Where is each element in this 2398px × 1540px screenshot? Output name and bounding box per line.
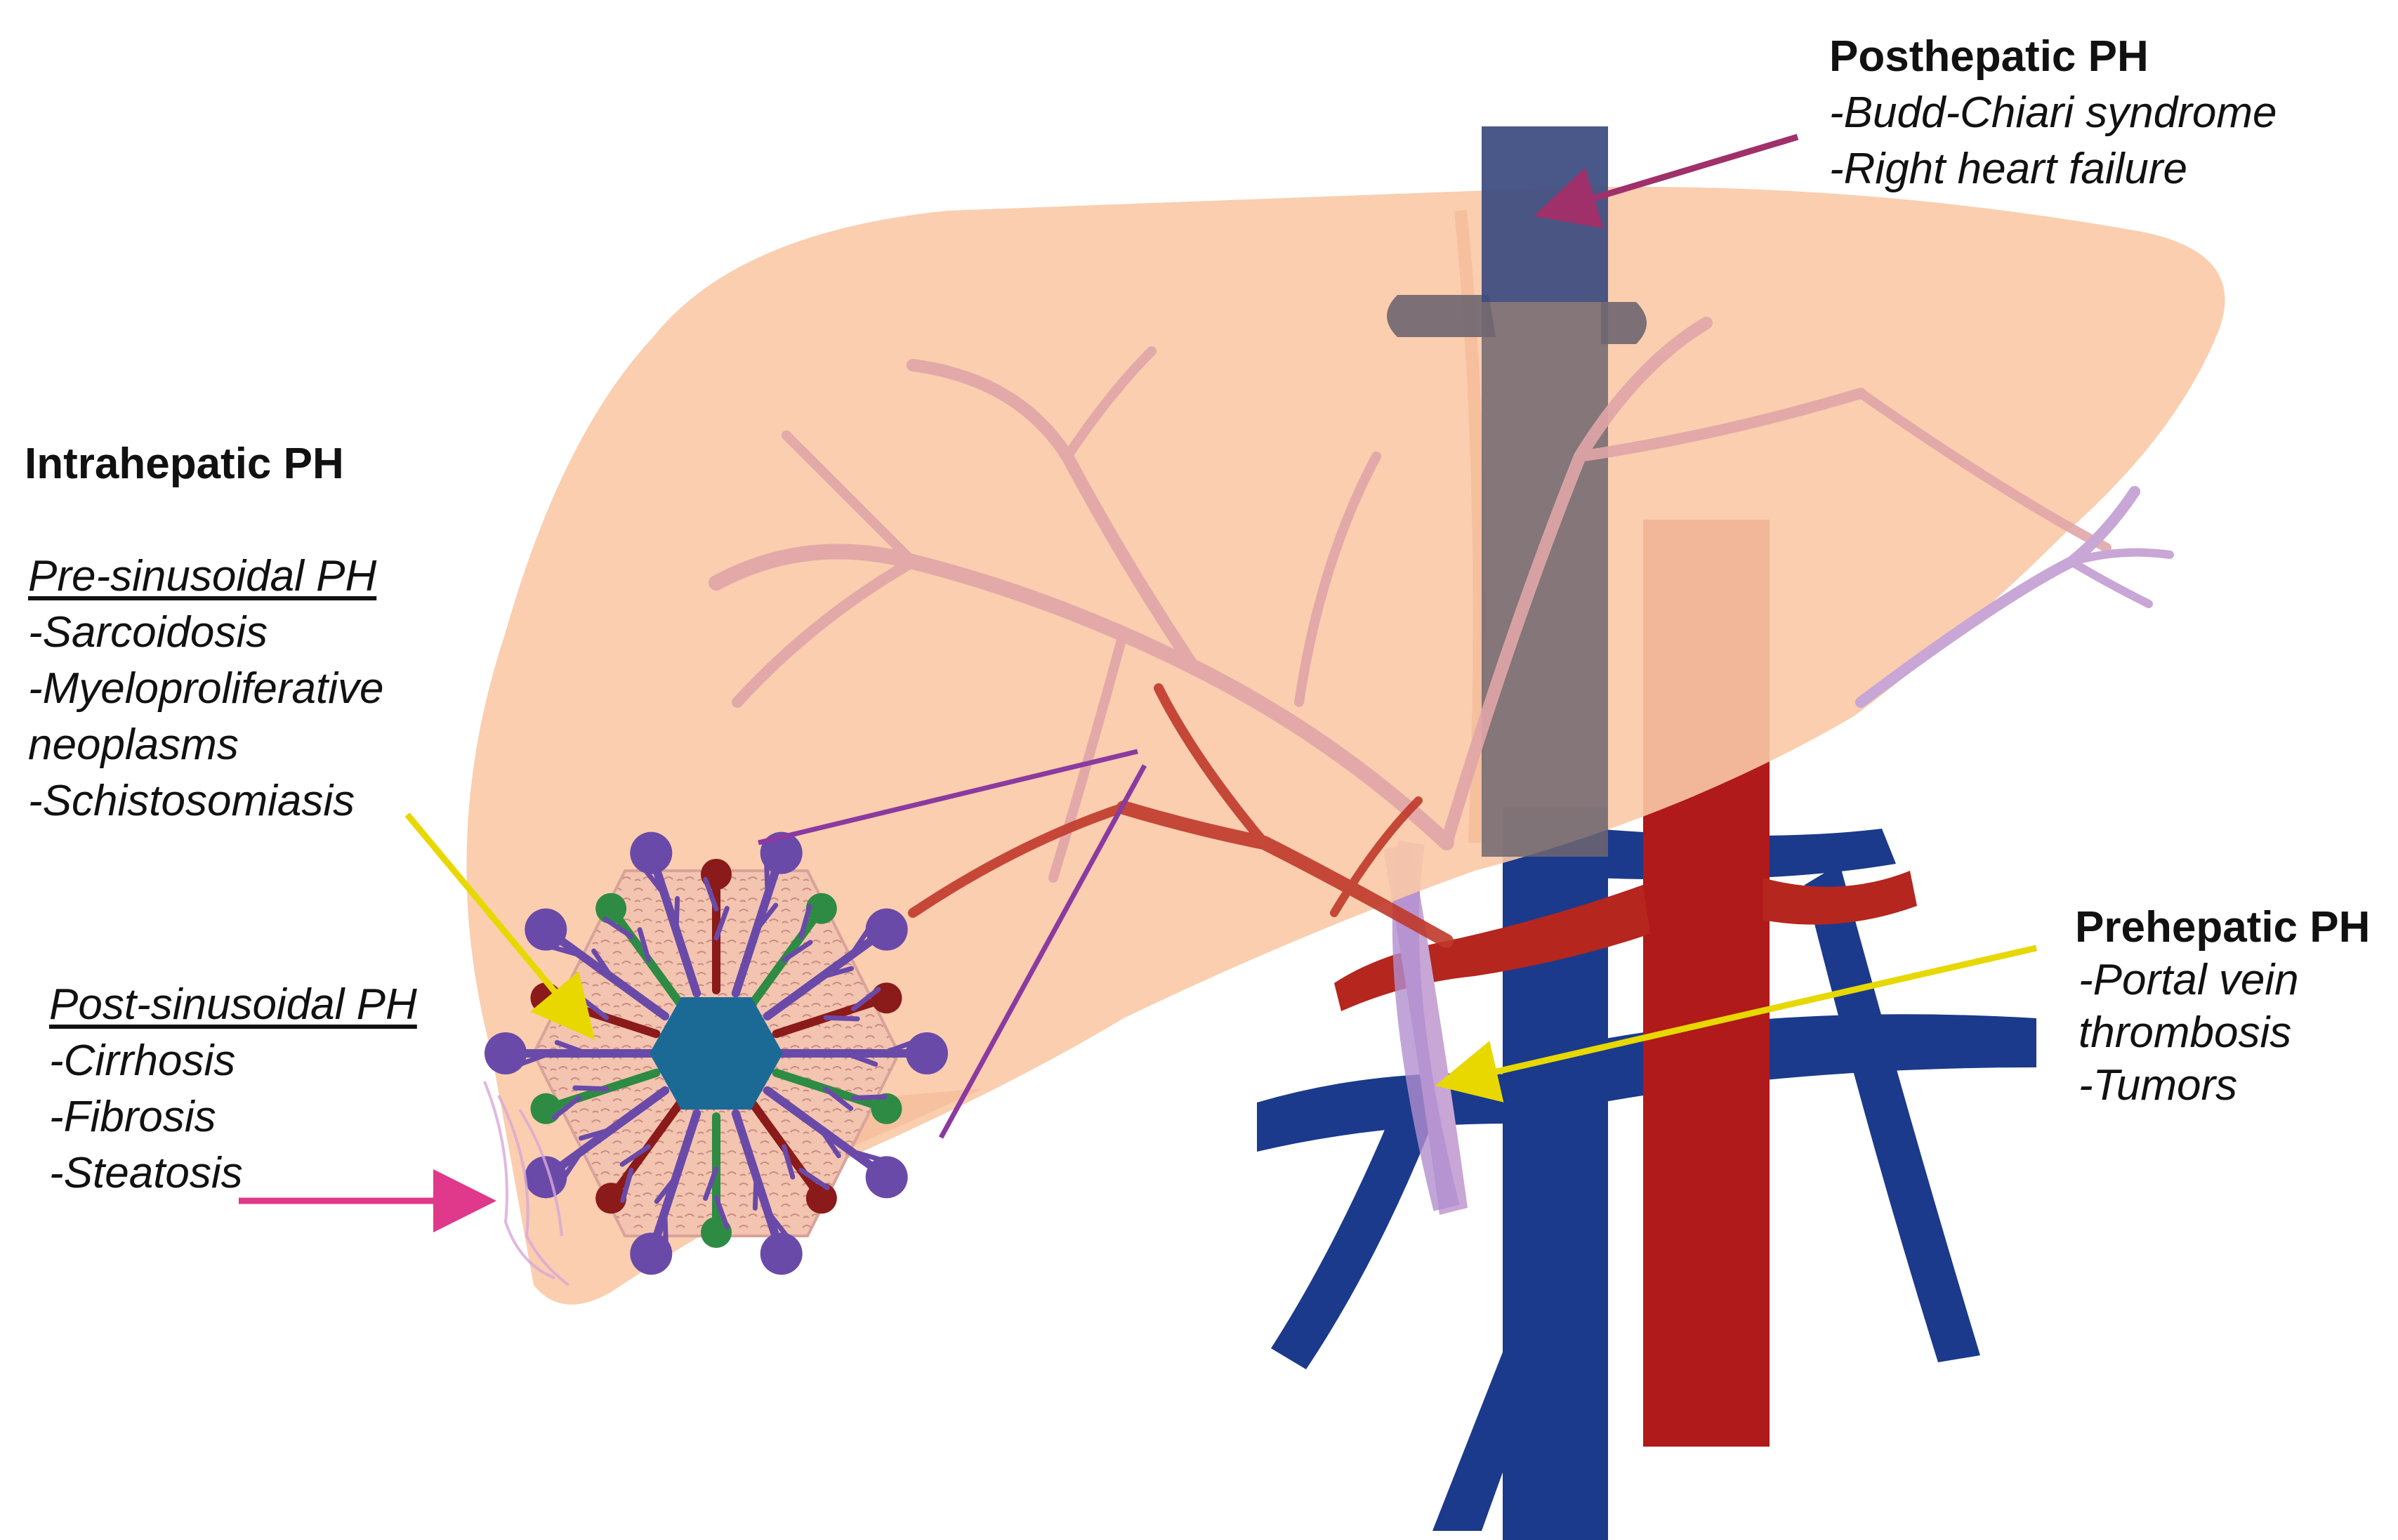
sinusoid-branch (591, 948, 614, 980)
sinusoid-branch (637, 927, 651, 963)
sinusoid-branch (662, 1209, 668, 1246)
prehepatic-title: Prehepatic PH (2075, 903, 2371, 952)
pre-sinusoidal-item: -Schistosomiasis (28, 777, 355, 825)
sinusoid-branch (713, 1195, 730, 1230)
portal-triad-bulb (906, 1032, 948, 1074)
portal-triad-bulb (865, 908, 908, 951)
portal-triad-bulb (871, 982, 902, 1014)
central-vein (650, 997, 783, 1110)
sinusoid-branch (798, 903, 812, 940)
sinusoid-branch (850, 1094, 888, 1101)
sinusoid-branch (713, 905, 730, 941)
sinusoid (763, 925, 891, 1021)
post-sinusoidal-item: -Cirrhosis (49, 1036, 236, 1085)
sinusoid-branch (798, 1167, 830, 1190)
portal-triad-bulb (630, 1232, 673, 1275)
fibrosis-strands (483, 1081, 570, 1286)
post-sinusoidal-item: -Fibrosis (49, 1093, 216, 1141)
sinusoid (731, 1109, 786, 1258)
portal-triad-bulb (595, 1183, 627, 1214)
post-sinusoidal-title: Post-sinusoidal PH (49, 980, 417, 1029)
prehepatic-arrow (1435, 945, 2038, 1103)
posthepatic-item: -Right heart failure (1829, 145, 2188, 193)
prehepatic-item: -Portal vein (2079, 956, 2299, 1004)
sinusoid-branch (673, 896, 680, 933)
portal-triad-bulb (485, 1032, 527, 1074)
sinusoid-branch (850, 987, 881, 1011)
intrahepatic-title: Intrahepatic PH (25, 440, 344, 488)
posthepatic-title: Posthepatic PH (1829, 32, 2149, 81)
portal-triad-bulb (525, 908, 567, 951)
portal-triad-bulb (805, 1183, 837, 1214)
portal-triad-bulb (865, 1156, 908, 1199)
liver-lobule (485, 831, 948, 1275)
sinusoid-branch (561, 1148, 584, 1180)
portal-triad-bulb (525, 1156, 567, 1199)
sinusoid-branch (765, 1209, 790, 1239)
sinusoid-branch (823, 1015, 860, 1022)
portal-triad-bulb (530, 1093, 562, 1124)
sinusoid-branch (848, 1148, 884, 1163)
sinusoid-branch (818, 966, 855, 980)
posthepatic-item: -Budd-Chiari syndrome (1829, 88, 2277, 137)
hepatic-artery (908, 683, 1454, 948)
portal-triad-bulb (805, 893, 837, 924)
pre-sinusoidal-item: -Myeloproliferative (28, 664, 384, 713)
sinusoid-branch (620, 1167, 634, 1204)
sinusoid-branch (545, 1006, 582, 1013)
sinusoid-branch (619, 1144, 651, 1167)
portal-branch-right-purple (1855, 486, 2174, 708)
sinusoid (763, 1086, 891, 1182)
sinusoid-branch (643, 867, 668, 898)
sinusoid-branch (703, 876, 719, 912)
post-sinusoidal-item: -Steatosis (49, 1149, 243, 1197)
prehepatic-item: -Tumors (2079, 1061, 2238, 1110)
sinusoid-branch (551, 1095, 582, 1120)
pre-sinusoidal-title: Pre-sinusoidal PH (28, 552, 377, 600)
sinusoid-branch (518, 1051, 553, 1067)
pre-sinusoidal-arrow (404, 812, 595, 1040)
sinusoid-branch (654, 1173, 679, 1204)
sinusoid (647, 1109, 701, 1258)
sinusoid-branch (764, 861, 770, 898)
sinusoid-branch (818, 1126, 841, 1159)
sinusoid (541, 925, 670, 1021)
sinusoid-branch (602, 916, 634, 940)
portal-triad-bulb (630, 831, 673, 874)
pre-sinusoidal-item: -Sarcoidosis (28, 608, 268, 657)
prehepatic-item: thrombosis (2079, 1008, 2292, 1057)
portal-triad-bulb (760, 1232, 803, 1275)
sinusoid-branch (782, 940, 813, 963)
portal-triad-bulb (760, 831, 803, 874)
sinusoid-branch (578, 1126, 614, 1141)
sinusoid-branch (880, 1040, 915, 1056)
portal-branches (709, 317, 2112, 883)
portal-triad-bulb (871, 1093, 902, 1124)
sinusoid-branch (823, 1086, 854, 1111)
sinusoid-branch (782, 1144, 796, 1180)
sinusoid-branch (752, 1173, 759, 1211)
sinusoid-branch (572, 1085, 610, 1092)
pre-sinusoidal-item: neoplasms (28, 720, 239, 769)
sinusoid-branch (753, 902, 779, 933)
lobule-callout-lines (758, 749, 1147, 1139)
sinusoid (541, 1086, 670, 1182)
sinusoid (647, 848, 701, 998)
sinusoid-branch (548, 944, 584, 959)
portal-triad-bulb (595, 893, 627, 924)
sinusoid (731, 848, 786, 998)
sinusoid-branch (554, 1040, 589, 1056)
sinusoid-branch (703, 1166, 719, 1202)
sinusoid-branch (843, 1051, 878, 1067)
posthepatic-arrow (1534, 133, 1799, 228)
sinusoid-branch (848, 926, 871, 959)
